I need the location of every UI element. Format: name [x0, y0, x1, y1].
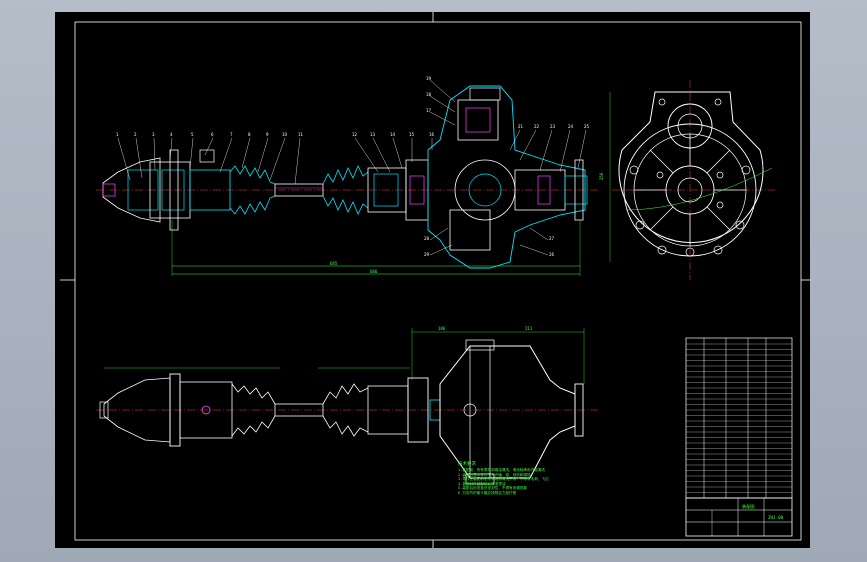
svg-text:3: 3	[152, 132, 155, 137]
ext-output-flange	[407, 377, 429, 443]
tech-note-line: 6.万向节护套卡箍应按规定力矩拧紧	[458, 490, 517, 495]
tech-note-line: 1.装配前，所有零件用煤油清洗，滚动轴承用汽油清洗	[458, 468, 545, 472]
inner-cv-joint	[189, 169, 231, 211]
svg-text:16: 16	[429, 132, 435, 137]
svg-text:6: 6	[211, 132, 214, 137]
gearbox-housing	[427, 85, 586, 269]
dim-total-a: 685	[330, 261, 338, 266]
svg-text:17: 17	[426, 108, 432, 113]
svg-text:25: 25	[584, 124, 590, 129]
ext-right-flange	[574, 383, 584, 437]
svg-text:9: 9	[266, 132, 269, 137]
sheet-background	[55, 12, 810, 548]
svg-text:8: 8	[248, 132, 251, 137]
title-block-code: ZHJ-00	[768, 515, 784, 520]
svg-text:1: 1	[116, 132, 119, 137]
outer-bell-housing	[127, 169, 159, 211]
output-seal	[409, 175, 425, 205]
ext-stub	[99, 401, 109, 419]
ext-gear-center	[463, 403, 477, 417]
tech-notes-title: 技术要求	[458, 462, 476, 467]
exterior-view: 186 211	[96, 326, 598, 485]
tech-note-line: 5.装配后检查各处密封性，不得有渗漏现象	[458, 486, 528, 491]
ext-hub-center	[201, 405, 211, 415]
end-view: 250	[599, 80, 775, 280]
svg-text:4: 4	[170, 132, 173, 137]
dim-total-b: 686	[370, 269, 378, 274]
leader-lines	[117, 79, 587, 256]
inner-border	[74, 21, 802, 541]
svg-text:26: 26	[549, 252, 555, 257]
end-bolt-holes	[629, 98, 751, 257]
title-block-name: 装配图	[742, 503, 755, 510]
tech-notes: 1.装配前，所有零件用煤油清洗，滚动轴承用汽油清洗 2.装配过程中零件不允许磕、…	[458, 468, 658, 496]
svg-text:5: 5	[191, 132, 194, 137]
ring-gear-lower	[449, 209, 491, 251]
svg-text:13: 13	[370, 132, 376, 137]
ext-boot-left-bottom	[231, 415, 276, 437]
ext-boot-right-bottom	[322, 415, 369, 437]
boot-upper-left	[229, 165, 276, 185]
tech-note-line: 4.各密封件装配前必须浸透油	[458, 481, 506, 486]
ext-dim-w2: 211	[525, 326, 533, 331]
svg-text:21: 21	[518, 124, 524, 129]
end-view-height-text: 250	[599, 172, 604, 180]
right-output-flange	[564, 175, 588, 205]
cv-joint-outer-cone	[102, 157, 161, 223]
svg-text:2: 2	[134, 132, 137, 137]
title-block: 装配图 ZHJ-00	[685, 497, 793, 537]
svg-text:14: 14	[390, 132, 396, 137]
end-ribs	[634, 134, 746, 246]
hub-flange	[169, 149, 179, 231]
ext-bottom-lug	[465, 473, 495, 485]
half-shaft	[274, 183, 324, 197]
tech-note-line: 3.零件在装配前必须清理和清洗干净，不得有毛刺、飞边	[458, 477, 549, 482]
end-hub-bore	[677, 177, 703, 203]
svg-text:19: 19	[426, 76, 432, 81]
svg-text:7: 7	[230, 132, 233, 137]
hub-bearing	[161, 169, 185, 211]
gearbox-end-outline	[618, 91, 764, 244]
ext-top-lug	[465, 339, 495, 351]
svg-text:24: 24	[568, 124, 574, 129]
svg-text:28: 28	[424, 236, 430, 241]
ext-dim-w1: 186	[438, 326, 446, 331]
svg-text:22: 22	[534, 124, 540, 129]
tripod-spider	[373, 173, 399, 207]
ext-half-shaft	[274, 403, 324, 417]
svg-text:10: 10	[282, 132, 288, 137]
output-bearing	[537, 175, 551, 205]
boot-lower-left	[229, 195, 276, 215]
svg-text:15: 15	[409, 132, 415, 137]
top-bearing-cap	[469, 87, 501, 101]
svg-text:11: 11	[298, 132, 304, 137]
svg-text:12: 12	[352, 132, 358, 137]
outer-stub-axle	[102, 183, 116, 197]
drive-gear-bore	[465, 107, 491, 133]
parts-list	[685, 337, 793, 499]
end-view-dim-arc	[625, 167, 773, 211]
svg-text:23: 23	[550, 124, 556, 129]
svg-text:27: 27	[549, 236, 555, 241]
tech-note-line: 2.装配过程中零件不允许磕、碰、划伤和锈蚀	[458, 472, 531, 477]
svg-text:18: 18	[426, 92, 432, 97]
brake-caliper	[199, 149, 215, 163]
ext-boot-right-top	[322, 383, 369, 405]
boot-lower-right	[322, 195, 369, 215]
svg-text:29: 29	[424, 252, 430, 257]
ext-boot-left-top	[231, 383, 276, 405]
right-flange-plate	[574, 159, 584, 221]
boot-upper-right	[322, 165, 369, 185]
ext-hub-body	[179, 381, 233, 439]
differential-gears	[468, 173, 502, 207]
